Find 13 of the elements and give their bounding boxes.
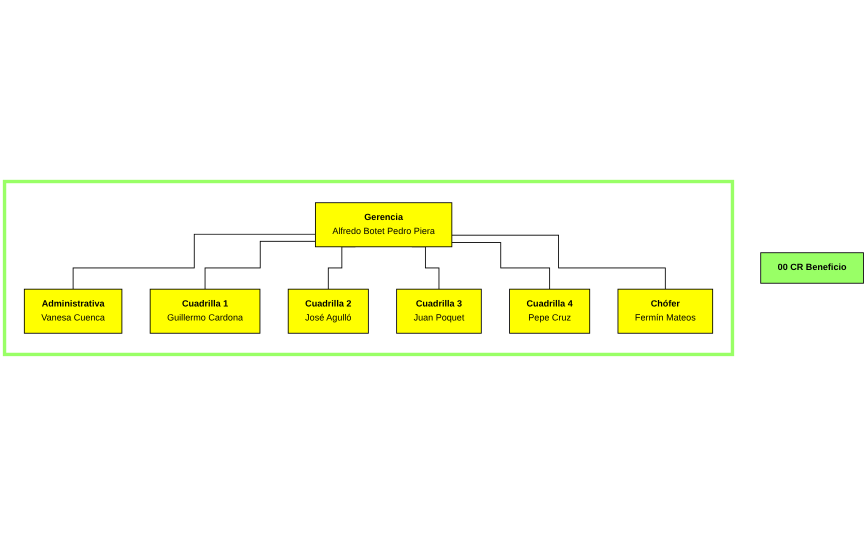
connector — [72, 233, 316, 290]
connector — [451, 234, 666, 290]
connector — [204, 240, 316, 290]
node-box: Cuadrilla 4 Pepe Cruz — [509, 288, 590, 334]
node-box: 00 CR Beneficio — [760, 252, 864, 284]
node-box: Cuadrilla 3 Juan Poquet — [396, 288, 482, 334]
cluster — [2, 179, 734, 356]
node-box: Chófer Fermín Mateos — [618, 288, 714, 334]
node-box: Cuadrilla 1 Guillermo Cardona — [150, 288, 260, 334]
node-box: Gerencia Alfredo Botet Pedro Piera — [314, 202, 452, 247]
node-box: Administrativa Vanesa Cuenca — [24, 288, 122, 334]
connector — [451, 242, 550, 290]
node-box: Cuadrilla 2 José Agulló — [288, 288, 369, 334]
